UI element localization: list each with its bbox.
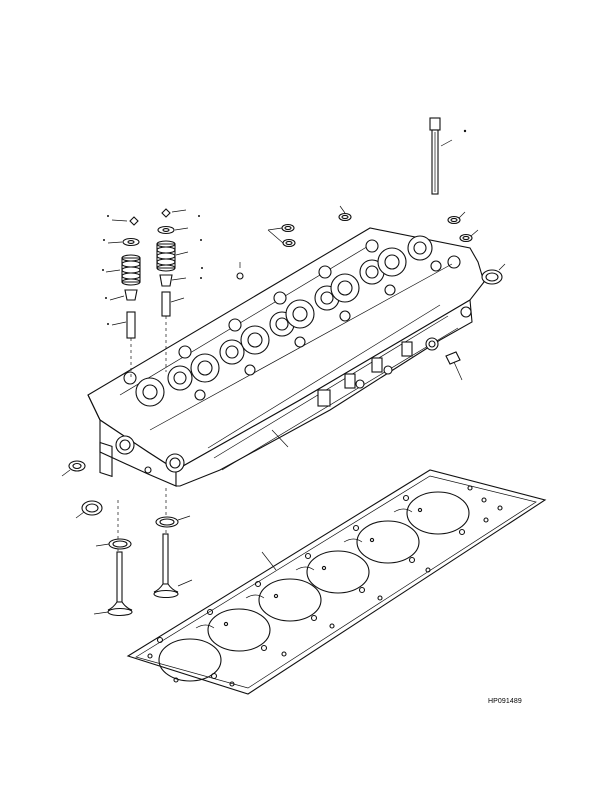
head-bolt [429, 117, 441, 195]
leader-cylinder-head [271, 429, 289, 448]
pin-top-left [236, 262, 244, 280]
valve-seat-left [95, 538, 132, 550]
o-ring-left-large [75, 500, 103, 519]
leader-head-bolt [440, 129, 467, 147]
cylinder-5-valve-cluster [318, 259, 396, 303]
cylinder-2-valve-cluster [178, 339, 256, 383]
cylinder-3-valve-cluster [228, 311, 306, 355]
valve-guide-left [126, 311, 136, 339]
cylinder-head [87, 227, 485, 487]
drawing-code: HP091489 [488, 698, 522, 705]
o-rings-top-left-pair [267, 223, 296, 248]
leader-head-gasket [261, 551, 277, 571]
valve-seat-right [155, 515, 191, 528]
o-ring-top-center [338, 205, 352, 222]
valve-guide-right [161, 291, 171, 317]
valve-spring-left [121, 254, 141, 286]
o-ring-right-lower [459, 229, 479, 243]
plug-right-side [445, 351, 463, 381]
large-o-ring-right [481, 263, 506, 285]
o-ring-right-upper [447, 211, 466, 225]
leaders-valve-train [102, 209, 203, 326]
cylinder-head-gasket [126, 469, 547, 695]
valve-right [153, 533, 193, 599]
valve-spring-right [156, 240, 176, 272]
o-ring-left-small [61, 460, 86, 477]
valve-keepers-left [129, 216, 139, 226]
spring-retainer-left [122, 237, 140, 247]
cylinder-6-valve-cluster [365, 235, 442, 277]
valve-stem-seal-right [159, 274, 173, 287]
spring-retainer-right [157, 225, 175, 235]
cylinder-1-valve-cluster [123, 365, 206, 407]
valve-left [93, 551, 133, 617]
valve-keepers-right [161, 208, 171, 218]
valve-stem-seal-left [124, 289, 138, 301]
